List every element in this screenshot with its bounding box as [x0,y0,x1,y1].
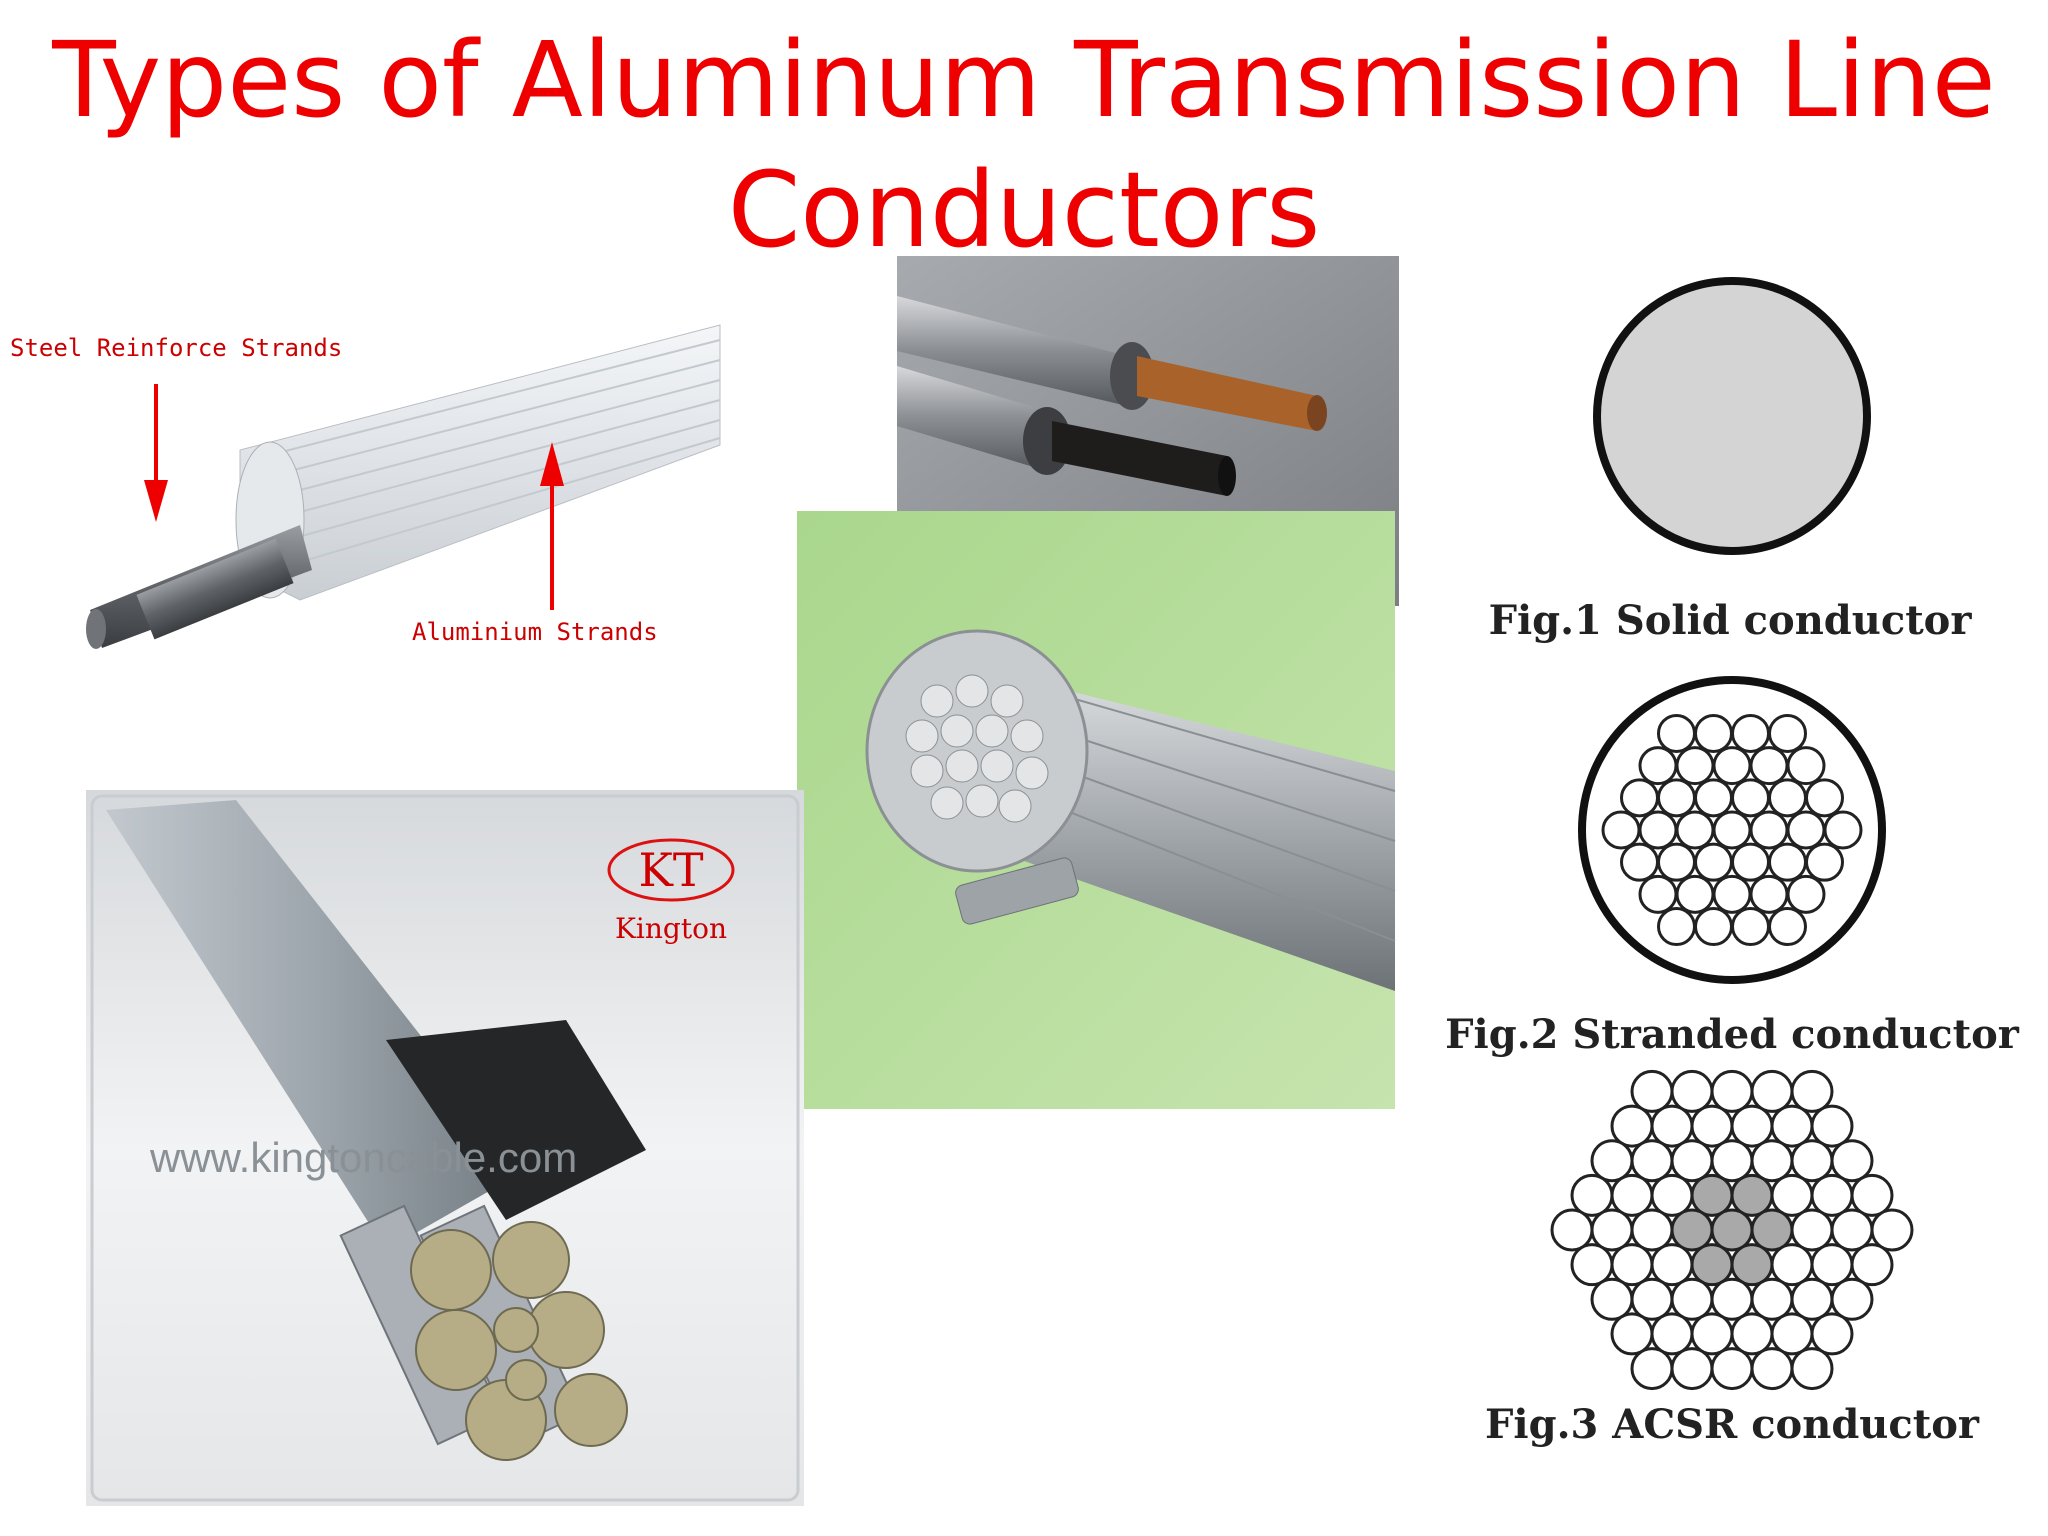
strand-circle [1694,842,1733,882]
acsr-cutaway-diagram: Steel Reinforce Strands Aluminium Strand… [0,320,740,680]
strand-circle [1657,907,1696,947]
aluminium-strand-circle [1670,1347,1714,1391]
strand-circle [1749,874,1789,914]
aluminium-strand-circle [1750,1347,1794,1391]
aluminium-strand-circle [1810,1104,1854,1148]
aluminium-arrow-icon [540,442,564,486]
strand-circle [1768,713,1807,753]
kington-brand: Kington [615,912,727,945]
kington-logo-text: KT [638,843,703,897]
strand-circle [1638,810,1678,850]
strand-circle [1731,842,1770,882]
acsr-clamp-photo [797,511,1396,1109]
aluminium-strand-circle [1710,1347,1754,1391]
strand-circle [1712,746,1752,786]
strand-circle [1768,907,1807,947]
page-title-line-2: Conductors [727,149,1321,271]
strand-circle [1601,810,1641,850]
strand-circle [1694,713,1733,753]
aluminium-strand-circle [1850,1243,1894,1287]
aluminium-strand-circle [1830,1277,1874,1321]
strand-circle [1657,713,1696,753]
strand-circle [1731,907,1770,947]
strand-circle [1768,842,1807,882]
aluminium-strands-label: Aluminium Strands [412,618,658,646]
strand-circle [1805,778,1844,818]
kington-watermark: www.kingtoncable.com [149,1134,577,1181]
fig3-acsr-conductor: Fig.3 ACSR conductor [1470,1069,2010,1480]
fig2-caption: Fig.2 Stranded conductor [1445,1011,2020,1058]
strand-circle [1638,874,1678,914]
aluminium-strand-circle [1870,1208,1914,1252]
strand-circle [1657,778,1696,818]
strand-circle [1749,746,1789,786]
steel-arrow-icon [144,480,168,522]
steel-strands-label: Steel Reinforce Strands [10,334,342,362]
strand-circle [1675,746,1715,786]
strand-circle [1712,874,1752,914]
aluminium-strand-circle [1810,1312,1854,1356]
page-title-line-1: Types of Aluminum Transmission Line [52,19,1996,141]
fig1-solid-conductor: Fig.1 Solid conductor [1489,276,1972,656]
strand-circle [1675,810,1715,850]
aluminium-strand-circle [1790,1069,1834,1113]
strand-circle [1620,842,1659,882]
fig3-caption: Fig.3 ACSR conductor [1485,1401,1980,1448]
strand-circle [1657,842,1696,882]
strand-circle [1731,778,1770,818]
strand-circle [1694,778,1733,818]
strand-circle [1786,874,1826,914]
strand-circle [1786,746,1826,786]
fig2-stranded-conductor: Fig.2 Stranded conductor [1445,670,2020,1070]
strand-circle [1805,842,1844,882]
aluminium-strand-circle [1630,1347,1674,1391]
aluminium-strand-circle [1790,1347,1834,1391]
strand-circle [1731,713,1770,753]
strand-circle [1786,810,1826,850]
strand-circle [1638,746,1678,786]
strand-circle [1675,874,1715,914]
kington-logo [607,838,735,902]
strand-circle [1823,810,1863,850]
strand-circle [1620,778,1659,818]
aluminium-strand-circle [1830,1139,1874,1183]
strand-circle [1694,907,1733,947]
cable-cores-photo [897,256,1399,606]
strand-circle [1749,810,1789,850]
fig1-caption: Fig.1 Solid conductor [1489,597,1973,644]
strand-circle [1768,778,1807,818]
aluminium-strand-circle [1850,1173,1894,1217]
strand-circle [1712,810,1752,850]
kington-cable-photo: KT Kington www.kingtoncable.com [86,790,804,1506]
